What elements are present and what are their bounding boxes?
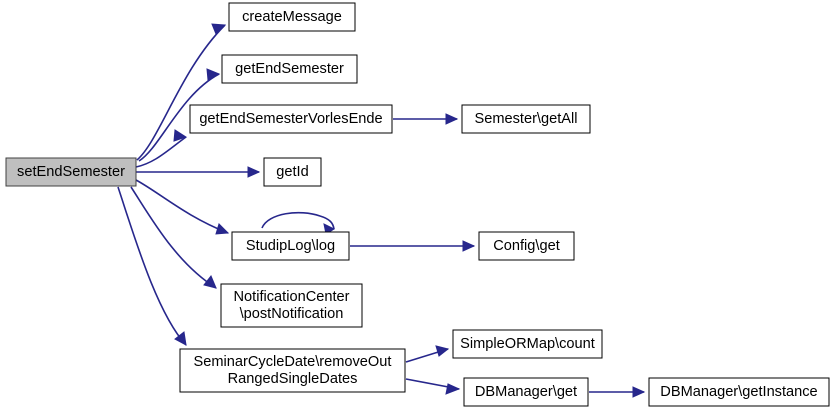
node-getEndSemesterVorlesEnde[interactable]: getEndSemesterVorlesEnde	[189, 104, 393, 134]
node-box[interactable]	[463, 377, 589, 407]
arrowhead-icon	[462, 240, 476, 252]
node-box[interactable]	[231, 231, 350, 261]
node-createMessage[interactable]: createMessage	[228, 2, 356, 32]
arrowhead-icon	[215, 223, 230, 235]
edge-setEndSemester-to-SeminarCycleDateRemoveOutRangedSingleDates	[117, 186, 187, 346]
node-label: NotificationCenter	[234, 289, 350, 305]
arrowhead-icon	[211, 23, 227, 35]
arrowhead-icon	[173, 129, 188, 142]
node-SemesterGetAll[interactable]: Semester\getAll	[461, 104, 591, 134]
edge-SeminarCycleDateRemoveOutRangedSingleDates-to-SimpleORMapCount	[405, 345, 450, 363]
node-StudipLogLog[interactable]: StudipLog\log	[231, 231, 350, 261]
arrowhead-icon	[203, 275, 217, 289]
node-label: Config\get	[493, 238, 560, 254]
node-box[interactable]	[220, 283, 363, 328]
node-box[interactable]	[189, 104, 393, 134]
node-getId[interactable]: getId	[263, 157, 322, 187]
arrowhead-icon	[445, 113, 459, 125]
node-setEndSemester[interactable]: setEndSemester	[5, 157, 137, 187]
edge-StudipLogLog-to-ConfigGet	[350, 240, 476, 252]
edges-layer	[117, 23, 646, 398]
edge-setEndSemester-to-getEndSemesterVorlesEnde	[135, 129, 188, 168]
edge-DBManagerGet-to-DBManagerGetInstance	[589, 386, 646, 398]
node-label: setEndSemester	[17, 164, 125, 180]
arrowhead-icon	[445, 383, 461, 395]
node-ConfigGet[interactable]: Config\get	[478, 231, 575, 261]
edge-line	[261, 211, 335, 230]
node-label: DBManager\getInstance	[660, 384, 817, 400]
edge-setEndSemester-to-getId	[136, 166, 261, 178]
nodes-layer: setEndSemester createMessage getEndSemeste…	[5, 2, 830, 407]
node-DBManagerGet[interactable]: DBManager\get	[463, 377, 589, 407]
node-SimpleORMapCount[interactable]: SimpleORMap\count	[452, 329, 603, 359]
arrowhead-icon	[435, 345, 450, 357]
node-box[interactable]	[179, 348, 406, 393]
edge-line	[130, 186, 217, 289]
arrowhead-icon	[206, 68, 221, 81]
node-getEndSemester[interactable]: getEndSemester	[221, 54, 358, 84]
node-box[interactable]	[221, 54, 358, 84]
edge-line	[117, 186, 187, 346]
node-label: getId	[276, 164, 308, 180]
edge-line	[135, 179, 229, 234]
edge-setEndSemester-to-NotificationCenterPostNotification	[130, 186, 217, 289]
node-label: SimpleORMap\count	[460, 336, 595, 352]
node-box[interactable]	[452, 329, 603, 359]
edge-line	[138, 73, 220, 162]
node-label: getEndSemester	[235, 61, 344, 77]
node-label: getEndSemesterVorlesEnde	[199, 111, 382, 127]
node-label: \postNotification	[240, 306, 344, 322]
node-label: createMessage	[242, 9, 342, 25]
edge-line	[136, 24, 226, 161]
node-label: StudipLog\log	[246, 238, 335, 254]
node-label: SeminarCycleDate\removeOut	[194, 354, 392, 370]
edge-line	[135, 136, 187, 168]
node-label: DBManager\get	[475, 384, 577, 400]
edge-setEndSemester-to-getEndSemester	[138, 68, 221, 162]
node-NotificationCenterPostNotification[interactable]: NotificationCenter\postNotification	[220, 283, 363, 328]
edge-setEndSemester-to-createMessage	[136, 23, 227, 161]
node-label: Semester\getAll	[474, 111, 577, 127]
edge-setEndSemester-to-StudipLogLog	[135, 179, 230, 235]
node-SeminarCycleDateRemoveOutRangedSingleDates[interactable]: SeminarCycleDate\removeOutRangedSingleDa…	[179, 348, 406, 393]
edge-getEndSemesterVorlesEnde-to-SemesterGetAll	[393, 113, 459, 125]
arrowhead-icon	[632, 386, 646, 398]
node-box[interactable]	[648, 377, 830, 407]
node-box[interactable]	[478, 231, 575, 261]
edge-StudipLogLog-to-StudipLogLog	[261, 211, 336, 235]
node-box[interactable]	[263, 157, 322, 187]
node-box[interactable]	[461, 104, 591, 134]
node-label: RangedSingleDates	[228, 371, 358, 387]
arrowhead-icon	[174, 331, 187, 346]
arrowhead-icon	[247, 166, 261, 178]
node-box[interactable]	[228, 2, 356, 32]
edge-SeminarCycleDateRemoveOutRangedSingleDates-to-DBManagerGet	[405, 378, 461, 395]
node-DBManagerGetInstance[interactable]: DBManager\getInstance	[648, 377, 830, 407]
node-box[interactable]	[5, 157, 137, 187]
